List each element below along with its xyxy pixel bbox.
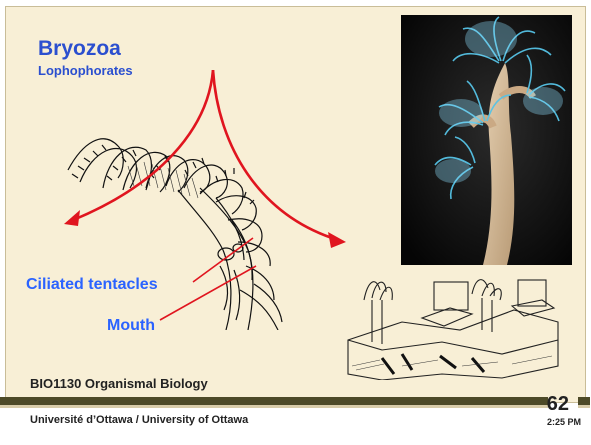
footer-rule-tail: [578, 397, 590, 405]
label-ciliated-tentacles: Ciliated tentacles: [26, 277, 158, 293]
footer-rule-dark: [0, 397, 548, 405]
footer-rule-light: [0, 405, 548, 408]
bryozoan-photo: [401, 15, 572, 265]
colony-sketch: [342, 270, 564, 380]
course-title: BIO1130 Organismal Biology: [30, 377, 208, 390]
slide-time: 2:25 PM: [547, 418, 581, 427]
slide-title: Bryozoa: [38, 38, 121, 59]
university-footer: Université d’Ottawa / University of Otta…: [30, 415, 248, 426]
page-number: 62: [547, 394, 569, 414]
label-mouth: Mouth: [107, 318, 155, 334]
footer-rule-tail-light: [578, 405, 590, 408]
